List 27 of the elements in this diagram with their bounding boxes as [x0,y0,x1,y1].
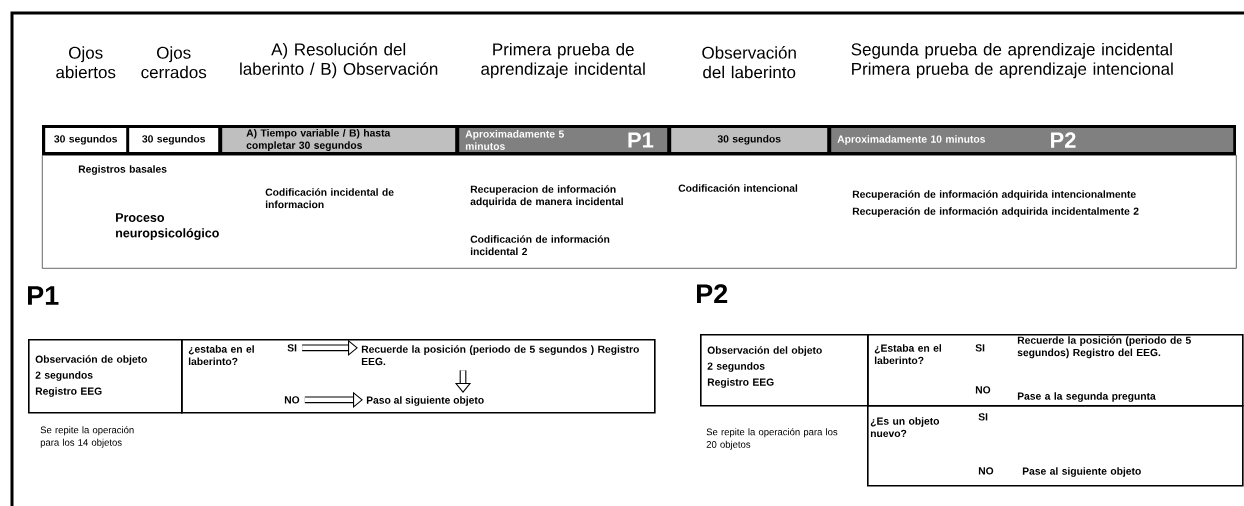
section-heading: P2 [697,284,728,304]
block-arrow [304,391,363,408]
node-label: Observación del laberinto [702,46,796,79]
table-cell: Observación de objeto 2 segundos Registro EEG [28,339,183,414]
phase-box: Observación del laberinto 30 segundos [671,46,828,152]
answer-label: SI [287,344,297,352]
block-arrow [302,339,358,356]
phase-box: Segunda prueba de aprendizaje incidental Primera prueba de aprendizaje intencional Aproximadamente 10 minutos P2 [831,42,1234,152]
table-cell: Observación del objeto 2 segundos Registro EEG [700,334,869,407]
node-label: Segunda prueba de aprendizaje incidental Primera prueba de aprendizaje intencional [851,42,1173,79]
phase-box: Primera prueba de aprendizaje incidental Aproximadamente 5 minutos P1 [459,42,668,152]
table-cell: ¿Es un objeto nuevo? SI NO Pase al siguiente objeto [867,405,1244,487]
phase-box: Ojos cerrados 30 segundos [129,46,219,152]
phase-box: Ojos abiertos 30 segundos [45,46,127,152]
instruction-text: Paso al siguiente objeto [366,396,484,406]
answer-label: NO [284,396,300,404]
node-label: A) Resolución del laberinto / B) Observación [240,42,438,79]
process-panel: Registros basales Proceso neuropsicológico Codificación incidental de informacion Recuperacion de información adquirida de manera incidental Codificación de información incidental 2 Codificación intencional Recuperación de información adquirida intencionalmente Recuperación de información adquirida incidentalmente 2 [42,155,1237,269]
node-label: Ojos abiertos [56,46,116,79]
node-label: Primera prueba de aprendizaje incidental [481,42,645,79]
instruction-text: Recuerde la posición (periodo de 5 segundos ) Registro EEG. [361,345,639,366]
section-heading: P1 [28,286,59,305]
note-text: Se repite la operación para los 14 objetos [40,426,134,448]
node-label: Ojos cerrados [141,46,207,79]
table-cell: ¿Estaba en el laberinto? SI Recuerde la posición (periodo de 5 segundos) Registro del EEG. NO Pase a la segunda pregunta [867,334,1244,407]
phase-box: A) Resolución del laberinto / B) Observación A) Tiempo variable / B) hasta completar 30 segundos [222,42,456,152]
note-text: Se repite la operación para los 20 objetos [706,428,838,450]
